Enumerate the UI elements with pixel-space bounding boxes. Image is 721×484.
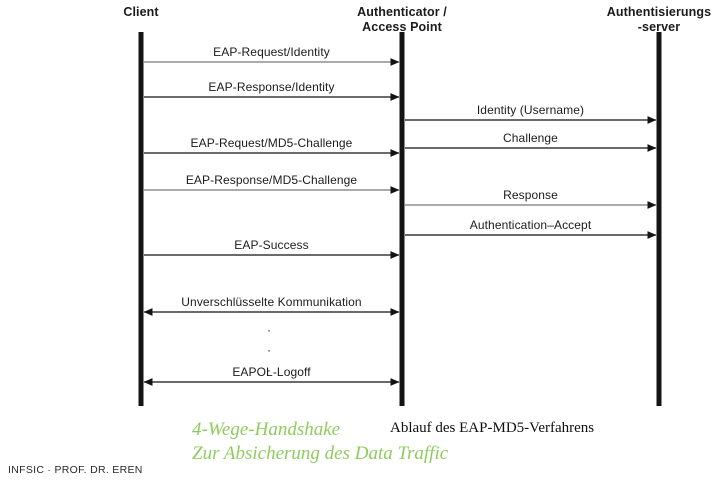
message-label-m2: EAP-Response/Identity — [208, 80, 335, 94]
actor-label-authenticator: Authenticator / Access Point — [357, 5, 447, 34]
message-label-m7: Response — [503, 188, 558, 202]
lifeline-auth_server — [656, 32, 662, 406]
lifeline-client — [138, 32, 144, 406]
ellipsis-dot-2: · — [267, 343, 271, 357]
message-label-m1: EAP-Request/Identity — [213, 45, 330, 59]
message-label-m11: EAPOL-Logoff — [232, 365, 311, 379]
lifeline-authenticator — [399, 32, 405, 406]
ellipsis-dot-1: · — [267, 323, 271, 337]
message-label-m9: EAP-Success — [234, 238, 309, 252]
message-label-m8: Authentication–Accept — [469, 218, 592, 232]
ellipsis-dot-3: · — [267, 363, 271, 377]
actor-label-client: Client — [123, 5, 159, 19]
annotation-handshake-line1: 4-Wege-Handshake — [192, 419, 341, 440]
annotation-handshake-line2: Zur Absicherung des Data Traffic — [192, 443, 449, 464]
message-label-m5: EAP-Request/MD5-Challenge — [190, 136, 353, 150]
continuation-ellipsis: · · · — [259, 320, 279, 380]
message-label-m4: Challenge — [503, 131, 558, 145]
actor-label-authentication-server: Authentisierungs -server — [606, 5, 712, 34]
message-label-m3: Identity (Username) — [476, 103, 585, 117]
diagram-caption: Ablauf des EAP-MD5-Verfahrens — [390, 420, 595, 436]
message-label-m6: EAP-Response/MD5-Challenge — [185, 173, 358, 187]
footer-credit: INFSIC · PROF. DR. EREN — [8, 464, 143, 476]
message-label-m10: Unverschlüsselte Kommunikation — [181, 295, 362, 309]
